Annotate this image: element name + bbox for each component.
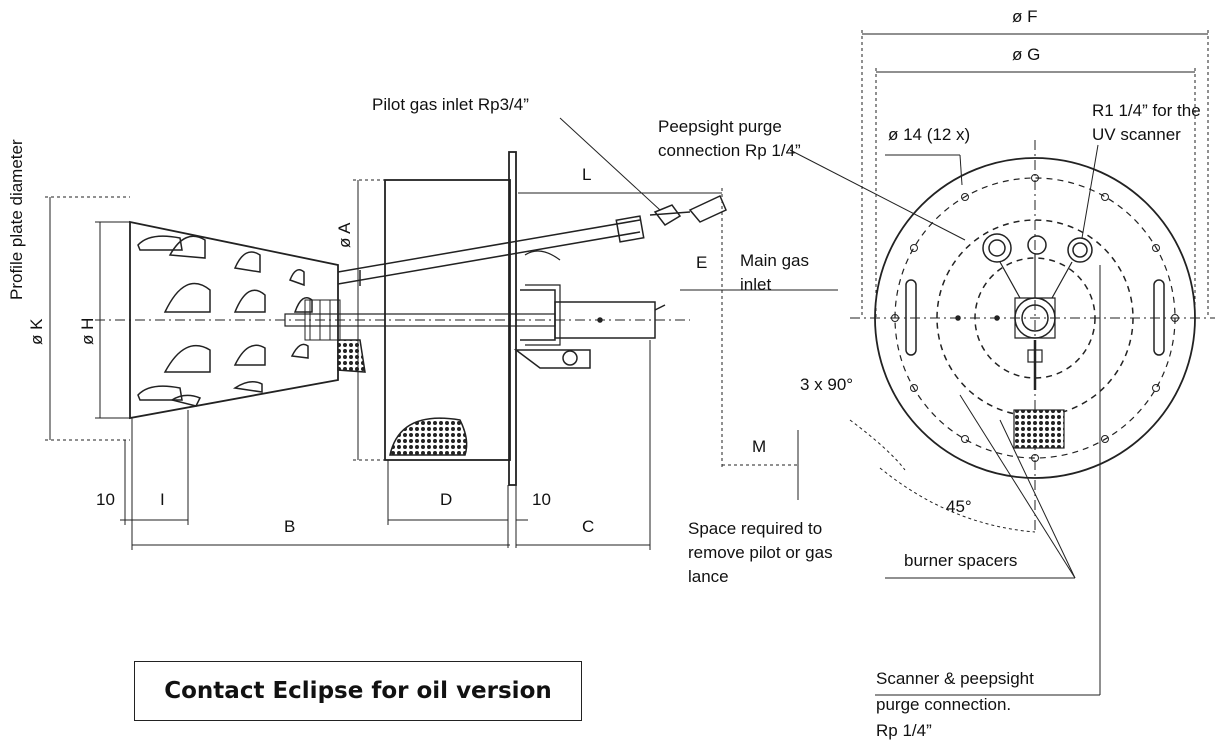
oil-version-note-box: Contact Eclipse for oil version (134, 661, 582, 721)
front-view (850, 140, 1215, 530)
dim-h: ø H (78, 318, 97, 345)
dim-m: M (752, 437, 766, 456)
label-pilot-gas-inlet: Pilot gas inlet Rp3/4” (372, 95, 529, 114)
label-scanner-purge-2: purge connection. (876, 695, 1011, 714)
label-space-required-2: remove pilot or gas (688, 543, 833, 562)
label-space-required-1: Space required to (688, 519, 822, 538)
front-view-dimensions (849, 30, 1209, 696)
text-labels: Profile plate diameter ø K ø H ø A Pilot… (7, 7, 1201, 740)
dim-b: B (284, 517, 295, 536)
label-holes: ø 14 (12 x) (888, 125, 970, 144)
dim-i: I (160, 490, 165, 509)
dim-d: D (440, 490, 452, 509)
label-burner-spacers: burner spacers (904, 551, 1017, 570)
dim-e: E (696, 253, 707, 272)
mounting-flange (874, 157, 1196, 479)
burner-cone (129, 220, 339, 420)
label-uv-scanner-2: UV scanner (1092, 125, 1181, 144)
dim-ten-left: 10 (96, 490, 115, 509)
dim-g: ø G (1012, 45, 1040, 64)
dim-l: L (582, 165, 591, 184)
label-peepsight-purge-2: connection Rp 1/4” (658, 141, 801, 160)
burner-housing (384, 179, 511, 461)
label-angle-45: 45° (946, 497, 972, 516)
oil-version-note: Contact Eclipse for oil version (164, 678, 552, 704)
side-view-dimensions (45, 117, 966, 550)
side-view (95, 151, 727, 486)
label-main-gas-1: Main gas (740, 251, 809, 270)
bolt-holes (891, 174, 1179, 462)
label-profile-plate-diameter: Profile plate diameter (7, 139, 26, 300)
label-uv-scanner-1: R1 1/4” for the (1092, 101, 1201, 120)
label-space-required-3: lance (688, 567, 729, 586)
label-scanner-purge-1: Scanner & peepsight (876, 669, 1034, 688)
label-peepsight-purge-1: Peepsight purge (658, 117, 782, 136)
dim-c: C (582, 517, 594, 536)
mounting-plate (508, 151, 517, 486)
label-main-gas-2: inlet (740, 275, 771, 294)
burner-spacer-block (1013, 409, 1065, 449)
dim-a: ø A (335, 222, 354, 248)
dim-f: ø F (1012, 7, 1038, 26)
label-scanner-purge-3: Rp 1/4” (876, 721, 932, 740)
label-three-x-90: 3 x 90° (800, 375, 853, 394)
dim-k: ø K (27, 318, 46, 345)
dim-ten-mid: 10 (532, 490, 551, 509)
